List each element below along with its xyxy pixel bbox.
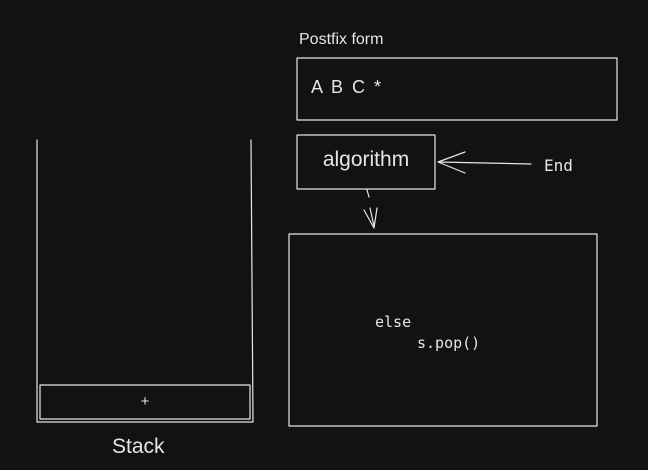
code-line-pop: s.pop() bbox=[417, 334, 481, 352]
algorithm-label: algorithm bbox=[322, 148, 410, 171]
stack-label: Stack bbox=[112, 435, 165, 458]
down-arrow-shaft bbox=[366, 189, 375, 227]
stack-container bbox=[36, 139, 254, 423]
algorithm-box bbox=[296, 134, 436, 190]
code-box bbox=[288, 233, 598, 427]
postfix-title: Postfix form bbox=[299, 31, 384, 48]
postfix-expression: A B C * bbox=[311, 77, 384, 97]
stack-item-box bbox=[39, 384, 251, 420]
stack-item-plus: + bbox=[140, 393, 150, 410]
end-arrow-shaft bbox=[437, 161, 532, 165]
end-pointer-label: End bbox=[544, 156, 573, 175]
end-arrow-head bbox=[437, 151, 466, 174]
down-arrow-head bbox=[363, 207, 378, 229]
code-line-else: else bbox=[375, 313, 412, 331]
postfix-box bbox=[296, 57, 618, 121]
